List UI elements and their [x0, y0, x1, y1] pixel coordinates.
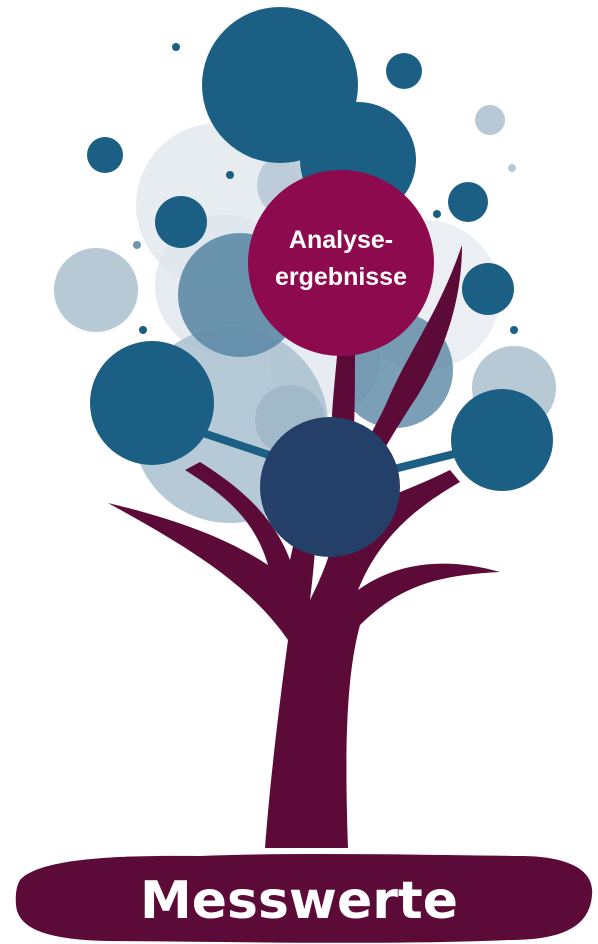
bubble: [386, 53, 422, 89]
light-bubble: [475, 105, 505, 135]
tree-bubbles: [87, 7, 553, 557]
analysis-results-label: Analyse- ergebnisse: [248, 222, 434, 296]
analysis-results-bubble: [248, 170, 434, 356]
analysis-results-line1: Analyse-: [288, 226, 394, 254]
light-bubble: [54, 248, 138, 332]
measurements-label: Messwerte: [140, 871, 458, 931]
analysis-results-line2: ergebnisse: [274, 263, 407, 291]
central-bubble: [260, 417, 400, 557]
bubble: [87, 137, 123, 173]
bubble: [155, 196, 207, 248]
bubble: [90, 341, 214, 465]
bubble: [451, 389, 553, 491]
small-dots: [133, 43, 518, 334]
bubble: [448, 182, 488, 222]
bubble: [462, 263, 514, 315]
